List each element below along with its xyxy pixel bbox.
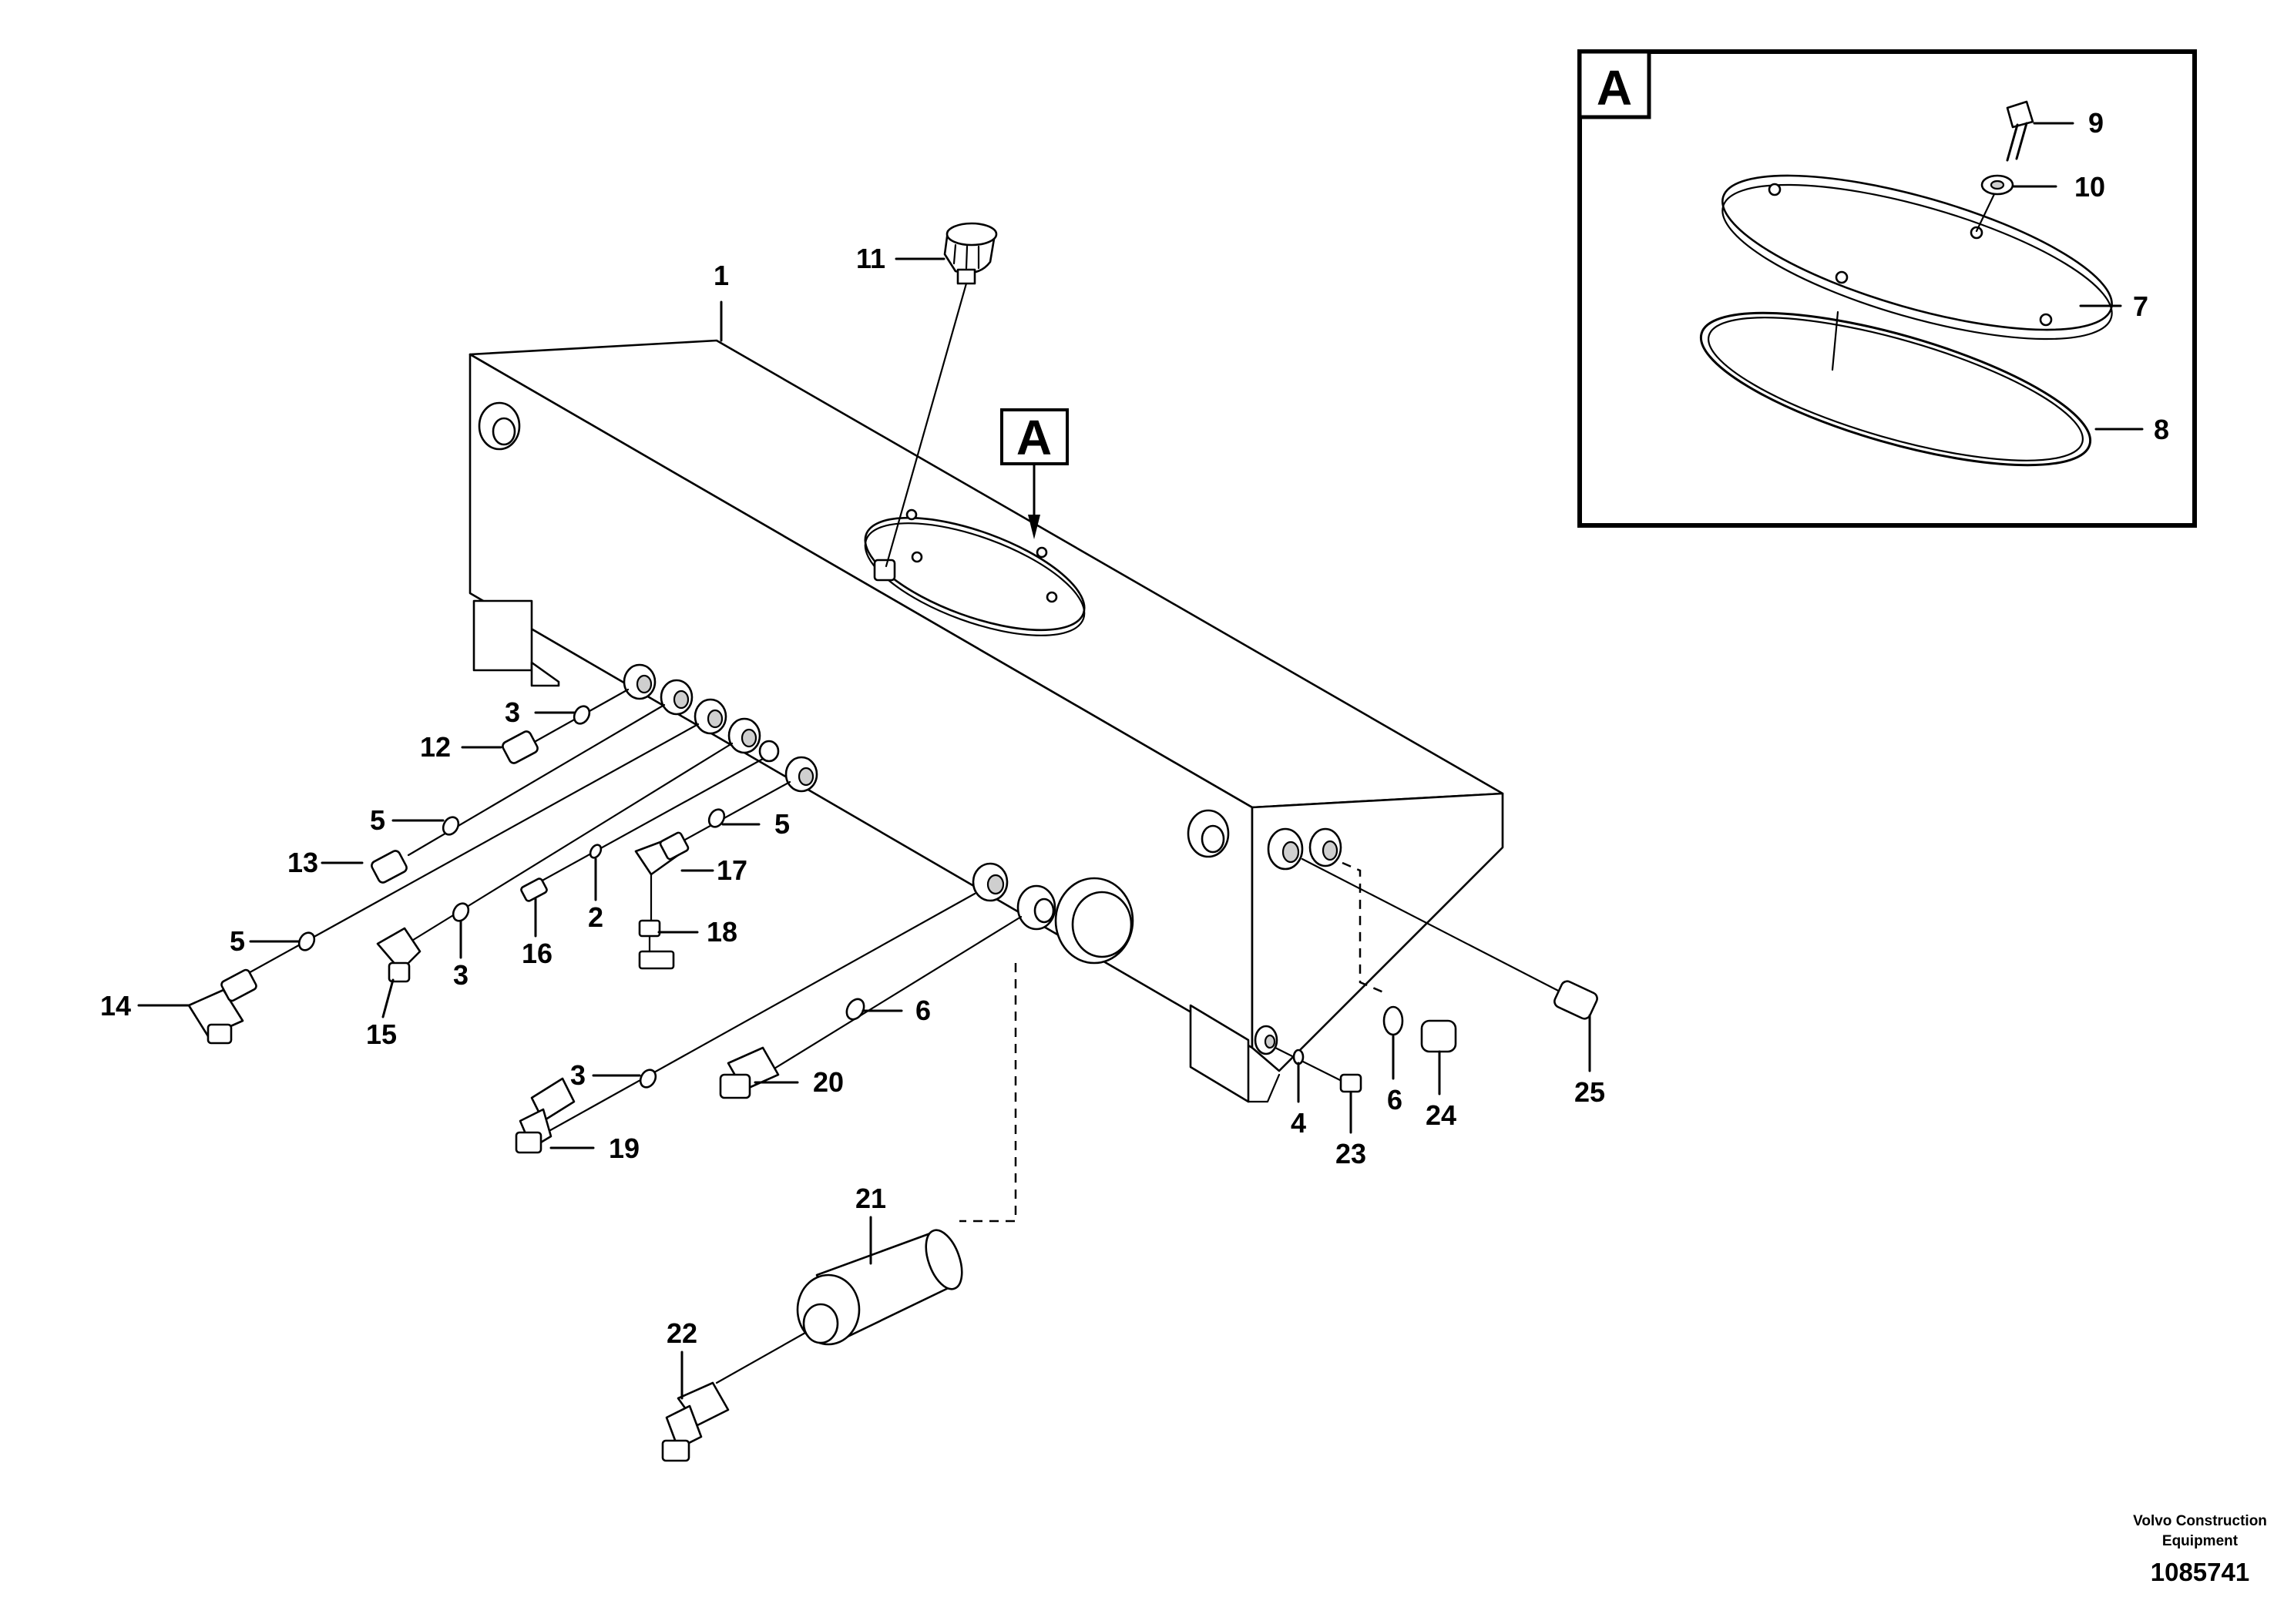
callout-3: 3	[570, 1059, 586, 1091]
callout-7: 7	[2133, 290, 2148, 322]
footer-block: Volvo Construction Equipment 1085741	[2133, 1513, 2267, 1586]
callout-24: 24	[1426, 1099, 1456, 1131]
callout-5: 5	[230, 925, 245, 957]
callout-6: 6	[1387, 1084, 1402, 1116]
leader-lines	[137, 257, 1591, 1400]
callout-21: 21	[855, 1183, 886, 1214]
callout-9: 9	[2088, 107, 2104, 139]
callout-1: 1	[714, 260, 729, 291]
callout-12: 12	[420, 731, 451, 763]
callout-4: 4	[1291, 1107, 1306, 1139]
callout-11: 11	[856, 243, 885, 274]
company-name-line1: Volvo Construction	[2133, 1513, 2267, 1529]
document-number: 1085741	[2151, 1558, 2249, 1586]
left-port-fittings	[187, 663, 818, 1045]
callout-19: 19	[609, 1132, 640, 1164]
detail-view-a: A 9 10 7 8	[1577, 49, 2197, 528]
callout-labels: 1 11 3 12 5 13 5 14 15 3 16 2 5 17 18 6 …	[100, 243, 1605, 1349]
callout-18: 18	[707, 916, 737, 948]
callout-16: 16	[522, 938, 553, 969]
callout-10: 10	[2074, 171, 2105, 203]
breather-cap	[885, 222, 998, 568]
svg-text:A: A	[1597, 60, 1632, 116]
callout-23: 23	[1335, 1138, 1366, 1169]
callout-15: 15	[366, 1018, 397, 1050]
callout-8: 8	[2154, 414, 2169, 445]
callout-3: 3	[453, 959, 469, 991]
return-filter	[661, 1229, 963, 1462]
front-lower-fittings	[515, 862, 1134, 1223]
callout-20: 20	[813, 1066, 844, 1098]
callout-25: 25	[1574, 1076, 1605, 1108]
svg-text:A: A	[1016, 410, 1052, 465]
company-name-line2: Equipment	[2162, 1533, 2239, 1549]
callout-6: 6	[915, 995, 931, 1026]
callout-5: 5	[774, 808, 790, 840]
callout-17: 17	[717, 854, 747, 886]
right-end-fittings	[1254, 827, 1598, 1093]
callout-3: 3	[505, 696, 520, 728]
view-a-marker: A	[1000, 408, 1069, 539]
callout-13: 13	[287, 847, 318, 878]
hydraulic-tank	[469, 339, 1504, 1103]
callout-5: 5	[370, 804, 385, 836]
callout-22: 22	[667, 1317, 697, 1349]
callout-14: 14	[100, 990, 131, 1022]
tank-inspection-cover	[864, 508, 1086, 636]
callout-2: 2	[588, 901, 603, 933]
